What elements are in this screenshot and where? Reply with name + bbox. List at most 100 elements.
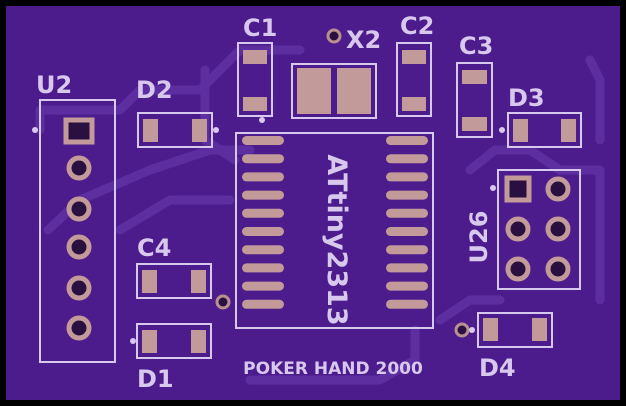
board-title: POKER HAND 2000 [243,359,423,379]
pin1-marker [499,127,505,133]
d1-diode: D1 [130,323,212,393]
pin1-marker [32,127,38,133]
d3-diode: D3 [499,84,582,148]
ic-pad [242,190,284,200]
label-c1: C1 [243,14,277,42]
pad [142,330,157,353]
d4-outline [477,312,553,348]
pin1-marker [259,117,265,123]
label-ic: ATtiny2313 [321,154,352,325]
ic-pad [242,263,284,273]
label-d3: D3 [508,84,545,112]
x2-crystal: X2 [291,26,381,119]
x2-outline [291,63,377,119]
header-pin-1 [63,117,95,145]
pin1-marker [130,338,136,344]
c4-capacitor: C4 [136,234,231,310]
header-pin [505,216,531,242]
ic-pad [386,227,428,236]
pin1-marker [213,127,219,133]
c3-outline [456,62,493,138]
trace [245,325,420,385]
pin1-marker [469,327,475,333]
header-pin [545,216,571,242]
label-c2: C2 [400,12,434,40]
c2-outline [396,42,432,117]
ic-pad [386,154,428,164]
trace [585,55,605,145]
pad [143,119,158,142]
pad [462,117,487,131]
pad [192,119,207,142]
header-pin [66,155,92,181]
header-pin-1 [504,175,532,203]
label-d1: D1 [137,365,174,393]
board-substrate [6,6,620,400]
d2-outline [137,112,213,148]
pin1-marker [490,185,496,191]
ic-pad [242,136,284,145]
u26-outline [497,169,581,290]
pad [297,68,331,114]
ic-pad [386,263,428,273]
pad [243,97,267,111]
pad [243,50,267,64]
ic-pad [386,136,428,145]
pad [462,70,487,84]
via [454,322,470,338]
pad [402,97,426,111]
header-pin [66,275,92,301]
header-pin [66,234,92,260]
c3-capacitor: C3 [456,32,493,138]
c2-capacitor: C2 [396,12,434,117]
pad [337,68,371,114]
pad [191,270,206,293]
ic-pad [242,281,284,291]
ic-pad [242,299,284,309]
d3-outline [507,112,582,148]
label-u26: U26 [465,211,493,264]
ic-pad [242,245,284,255]
header-pin [66,196,92,222]
ic-pad [242,172,284,182]
trace [465,145,605,305]
ic-pad [386,299,428,309]
c1-capacitor: C1 [237,14,277,123]
ic-pad [386,208,428,218]
pad [532,318,547,341]
ic-outline [235,132,434,329]
ic-pad [386,190,428,200]
ic-pad [386,281,428,291]
via [215,294,231,310]
header-pin [545,176,571,202]
header-pin [66,315,92,341]
ic-pads [242,136,428,309]
pad [483,318,498,341]
u26-header: U26 [465,169,581,290]
header-pin [545,256,571,282]
label-c4: C4 [137,234,171,262]
pad [402,50,426,64]
label-c3: C3 [459,32,493,60]
pad [561,119,576,142]
d4-diode: D4 [454,312,553,382]
ic1-attiny2313: ATtiny2313 [235,132,434,329]
label-d4: D4 [479,354,516,382]
pad [142,270,157,293]
label-u2: U2 [36,71,72,99]
d1-outline [136,323,212,359]
label-x2: X2 [346,26,381,54]
c1-outline [237,42,273,117]
header-pin [505,256,531,282]
c4-outline [136,263,212,299]
ic-pad [386,245,428,255]
trace [435,295,505,325]
label-d2: D2 [136,76,173,104]
ic-pad [386,172,428,182]
ic-pad [242,154,284,164]
d2-diode: D2 [136,76,219,148]
u2-outline [39,99,116,363]
u2-header: U2 [32,71,116,363]
ic-pad [242,227,284,236]
